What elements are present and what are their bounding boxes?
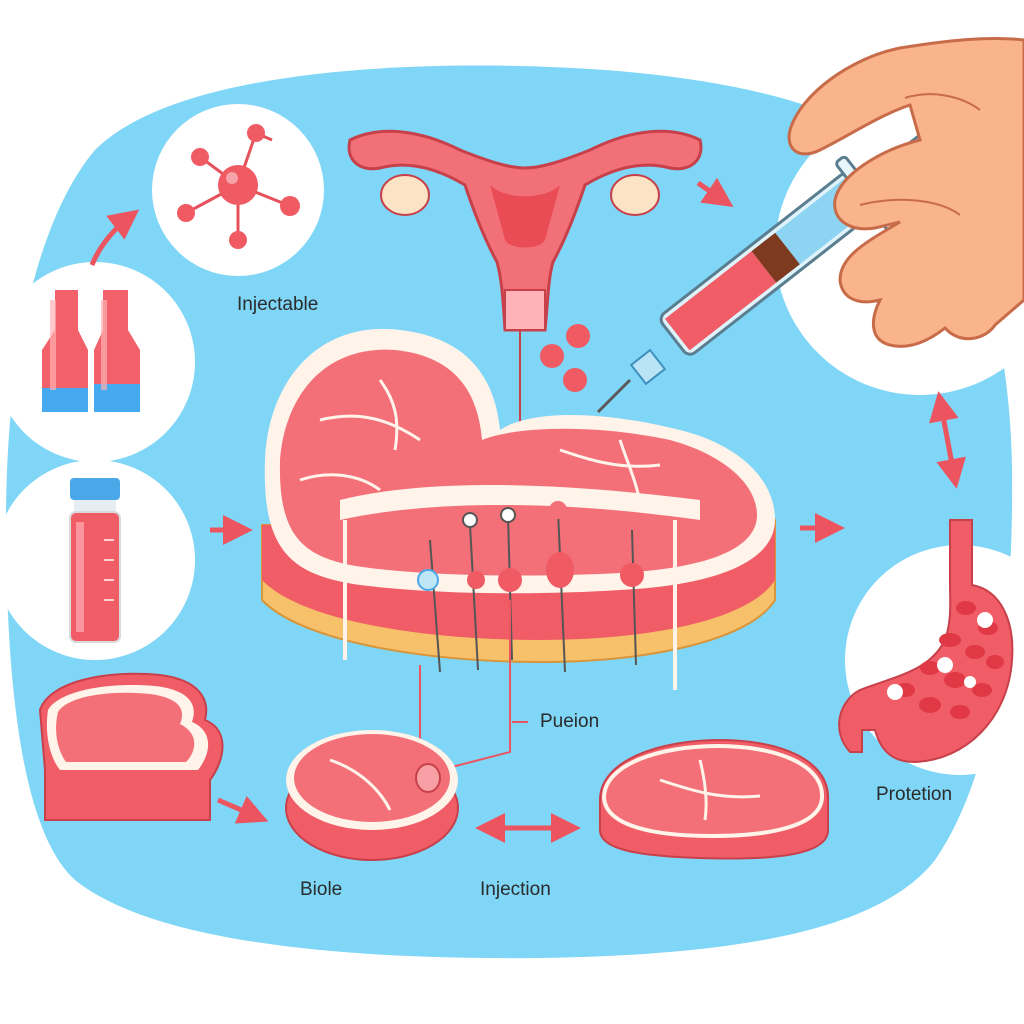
pin-markers [417,501,644,673]
arrow-bottles-to-molecule [89,209,140,266]
molecule-icon [177,124,300,249]
label-biole: Biole [300,879,343,900]
arrow-uterus-to-hand [696,177,734,208]
bottles-circle [0,262,195,462]
meat-slab-icon [261,328,776,690]
molecule-circle [152,104,324,276]
pin-marker-icon [546,501,574,673]
flow-arrows [89,177,966,843]
pin-marker-icon [462,512,485,671]
stomach-circle [838,519,1024,775]
vial-circle [0,460,195,660]
pin-marker-icon [498,507,522,661]
vial-icon [69,478,121,643]
stomach-icon [838,519,1014,764]
droplets [540,324,590,392]
hand-icon [787,36,1024,348]
pin-marker-icon [417,539,441,673]
meat-slice-middle [285,730,459,861]
label-injection: Injection [480,879,551,900]
meat-slice-right [599,738,830,860]
label-injectable: Injectable [237,294,319,315]
label-protetion: Protetion [876,784,953,805]
pin-marker-icon [620,529,644,666]
arrow-hand-stomach [929,391,966,489]
meat-piece-left [38,672,224,821]
arrow-small-meat-to-slice [217,795,269,824]
uterus-icon [347,129,703,480]
label-pueion: Pueion [540,711,600,732]
bottles-icon [42,290,140,412]
